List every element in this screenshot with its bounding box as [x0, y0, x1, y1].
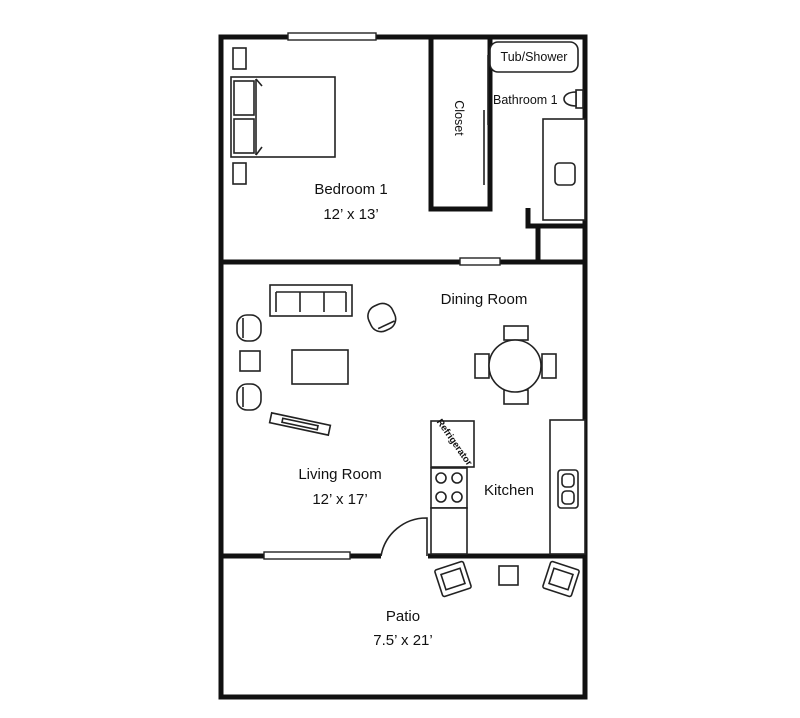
- sofa-back: [269, 284, 353, 317]
- toilet-tank: [575, 89, 584, 109]
- armchair-seat: [236, 383, 262, 411]
- pillow: [233, 80, 255, 116]
- swivel-chair-seat: [367, 302, 397, 333]
- toilet: [563, 89, 584, 109]
- living-door-opening: [459, 257, 501, 266]
- stove-burner: [451, 472, 463, 484]
- stove: [430, 467, 468, 509]
- living-room-name: Living Room: [298, 466, 381, 483]
- walls: [218, 34, 588, 700]
- closet-wall: [428, 37, 493, 212]
- patio-chair-cushion: [548, 567, 574, 591]
- dining-chair: [541, 353, 557, 379]
- patio-name: Patio: [386, 608, 420, 625]
- dining-chair: [503, 325, 529, 341]
- stove-burner: [435, 491, 447, 503]
- stove-body: [430, 467, 468, 509]
- sink-basin: [561, 490, 575, 505]
- sheet-fold: [255, 146, 263, 156]
- kitchen-counter-left: [430, 507, 468, 555]
- patio-size: 7.5’ x 21’: [373, 632, 432, 649]
- sink-basin: [561, 473, 575, 488]
- closet-name: Closet: [452, 100, 466, 136]
- armchair-seat: [236, 314, 262, 342]
- swivel-chair-back: [377, 320, 395, 330]
- bed: [230, 76, 336, 158]
- vanity: [542, 118, 586, 221]
- sheet-fold: [255, 78, 263, 87]
- dining-table: [488, 339, 542, 393]
- patio-chair: [434, 560, 472, 598]
- end-table: [239, 350, 261, 372]
- sofa: [269, 284, 353, 317]
- tub-shower: [489, 41, 579, 73]
- nightstand: [232, 47, 247, 70]
- dining-set: [474, 325, 557, 405]
- swivel-chair: [367, 302, 397, 333]
- bedroom-size: 12’ x 13’: [323, 206, 378, 223]
- tv-console: [268, 411, 332, 437]
- bedroom-window: [287, 32, 377, 41]
- coffee-table: [291, 349, 349, 385]
- tub-shower-label: Tub/Shower: [501, 50, 568, 64]
- refrigerator-body: [430, 420, 475, 468]
- dining-room-name: Dining Room: [441, 291, 528, 308]
- patio-window: [263, 551, 351, 560]
- armchair: [236, 314, 262, 342]
- patio-chair-cushion: [440, 567, 466, 591]
- refrigerator: Refrigerator: [430, 417, 475, 468]
- patio-door-swing[interactable]: [380, 517, 428, 557]
- bedroom-name: Bedroom 1: [314, 181, 387, 198]
- bathroom-name: Bathroom 1: [493, 93, 558, 107]
- tv: [281, 417, 319, 431]
- patio-chair: [542, 560, 580, 598]
- patio-table: [498, 565, 519, 586]
- stove-burner: [451, 491, 463, 503]
- nightstand: [232, 162, 247, 185]
- armchair: [236, 383, 262, 411]
- dining-chair: [474, 353, 490, 379]
- kitchen-name: Kitchen: [484, 482, 534, 499]
- stove-burner: [435, 472, 447, 484]
- outer-wall: [218, 34, 588, 700]
- pillow: [233, 118, 255, 154]
- toilet-bowl: [563, 91, 577, 107]
- living-room-size: 12’ x 17’: [312, 491, 367, 508]
- bathroom-wall: [525, 208, 541, 262]
- sink: [554, 162, 576, 186]
